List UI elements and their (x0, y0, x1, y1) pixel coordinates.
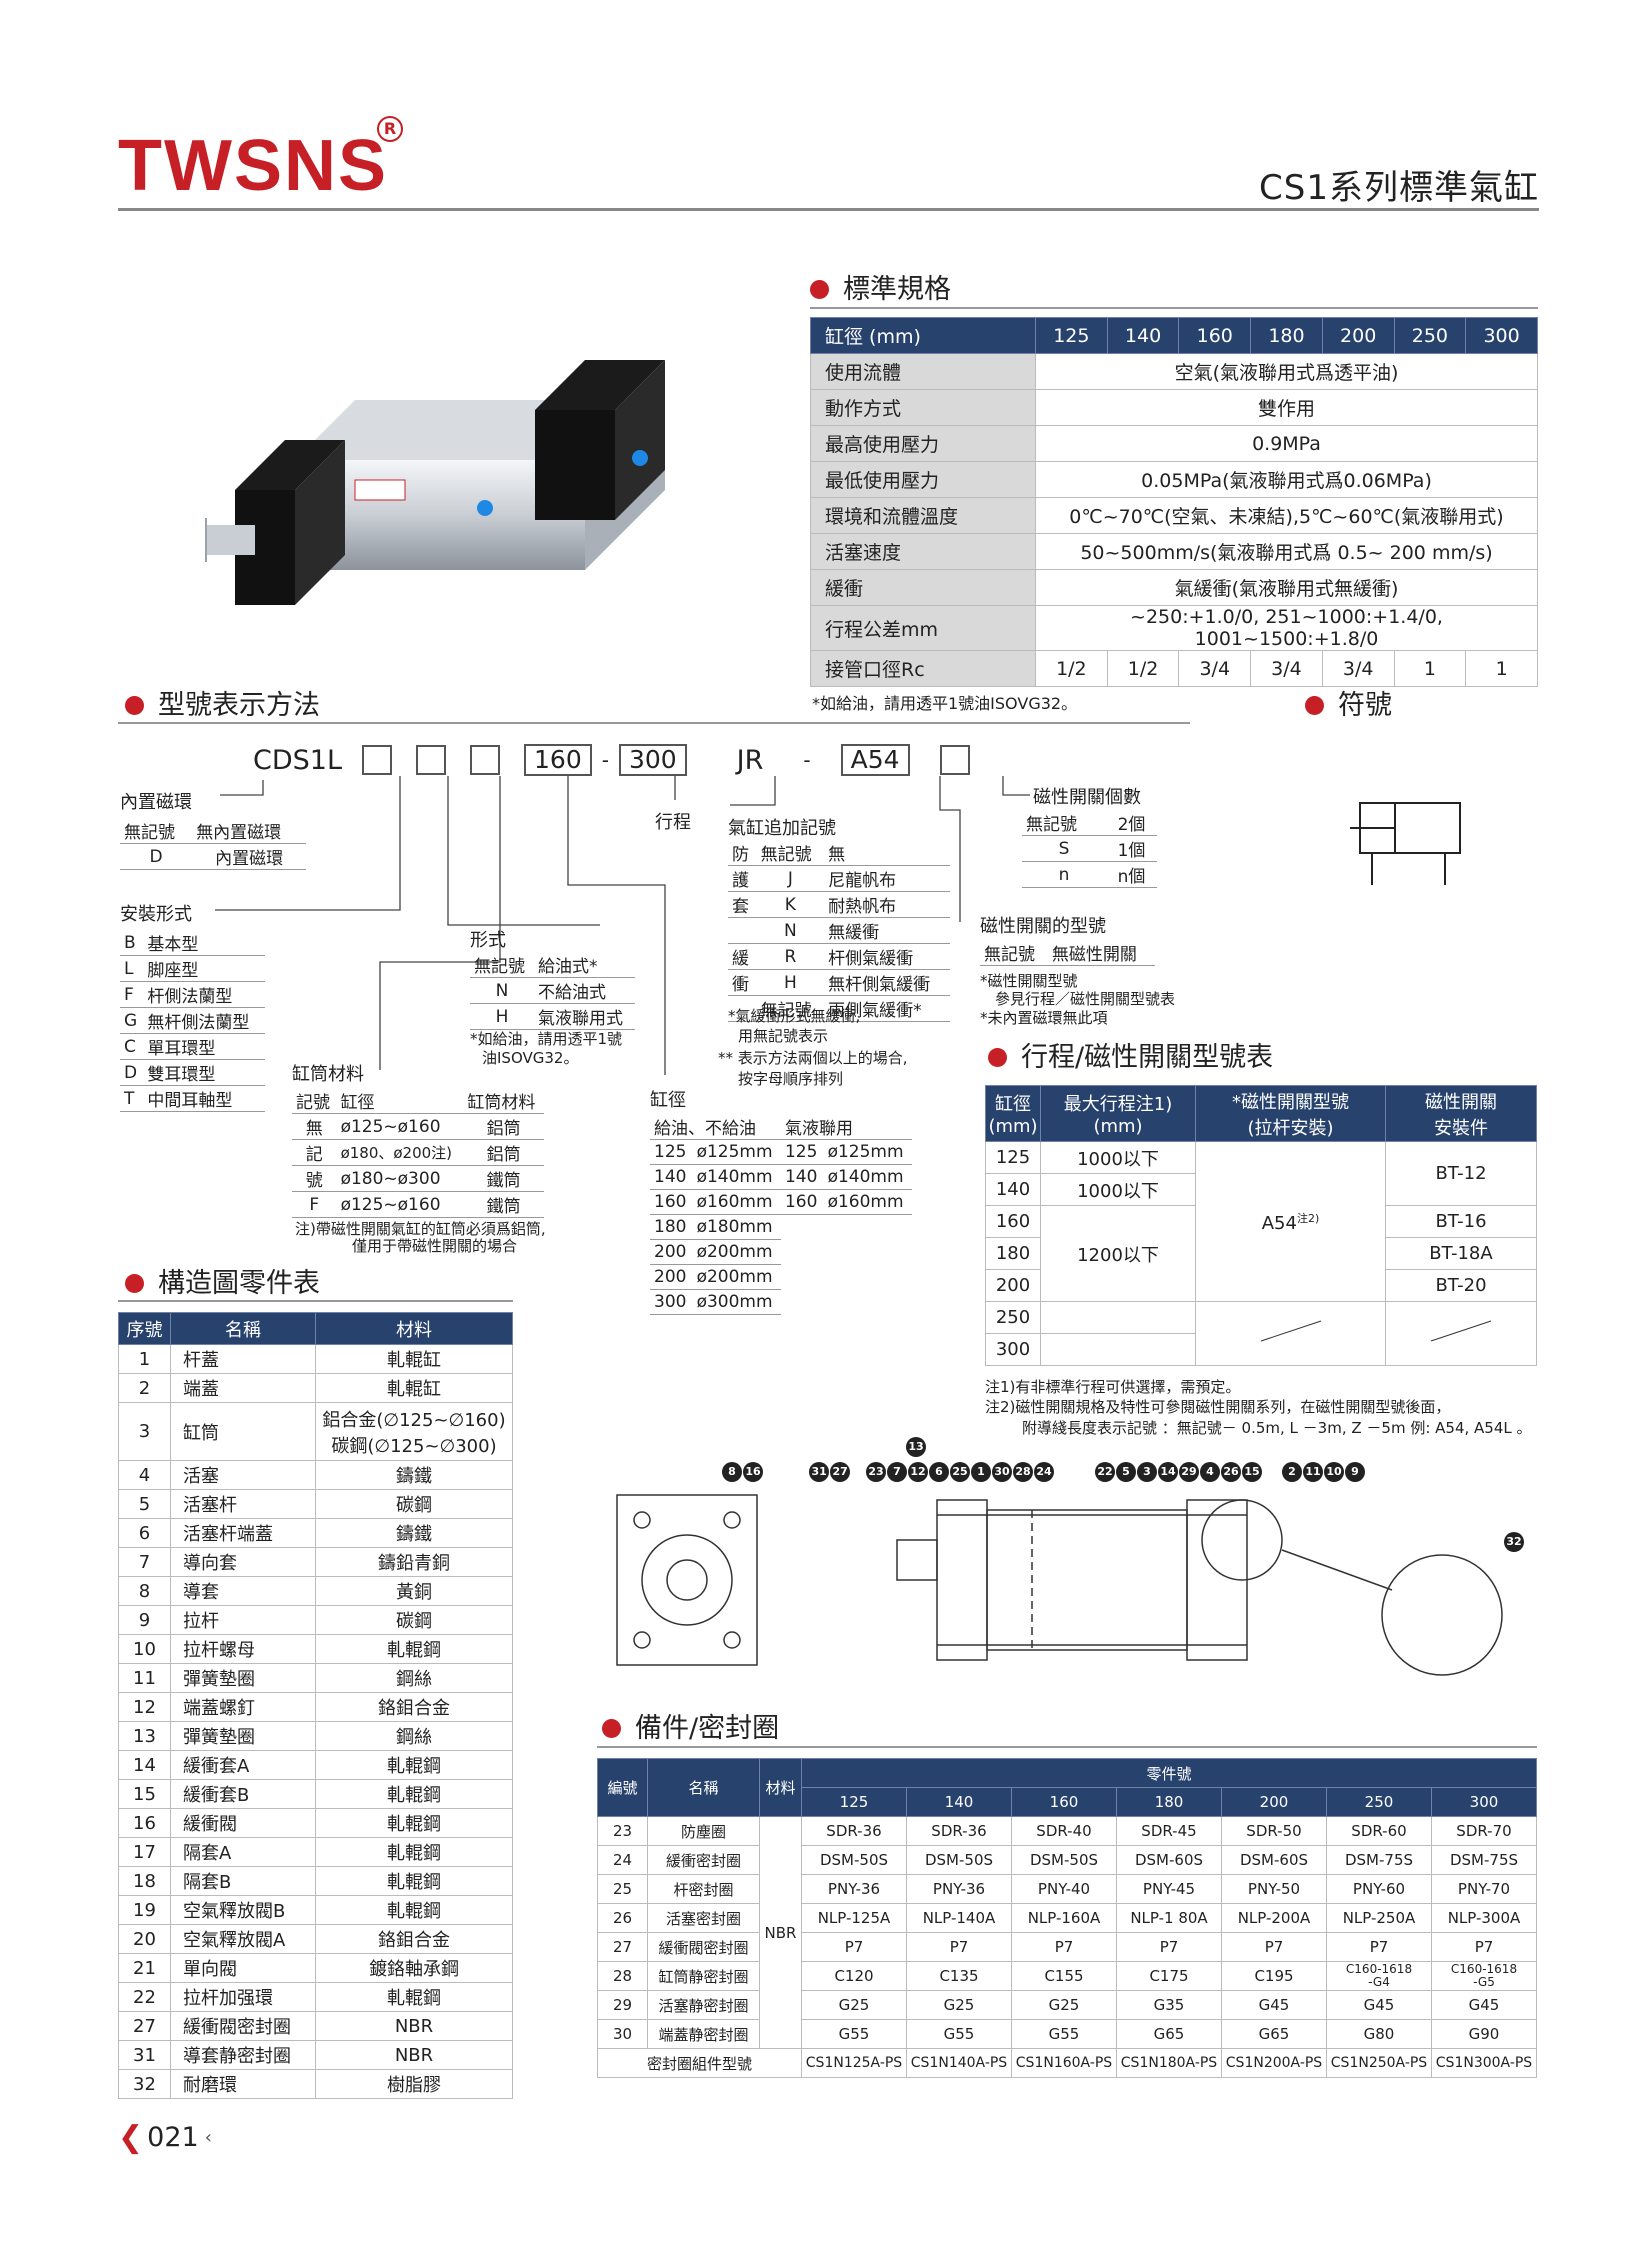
brand-logo: TWSNS (118, 126, 388, 206)
header-rule (118, 208, 1539, 211)
model-code: CDS1L 160 - 300 JR - A54 (253, 744, 970, 776)
symbol-section-title: 符號 (1305, 692, 1392, 719)
parts-section-title: 構造圖零件表 (125, 1270, 320, 1297)
model-section-title: 型號表示方法 (125, 692, 320, 719)
pneumatic-symbol (1350, 802, 1461, 885)
model-bore: 160 (524, 744, 592, 776)
spec-section-title: 標準規格 (810, 276, 951, 303)
switch-table: 無記號無磁性開關 (980, 940, 1155, 966)
stroke-section-title: 行程/磁性開關型號表 (988, 1044, 1273, 1071)
cross-section-drawing (616, 1494, 1503, 1676)
spec-note: *如給油，請用透平1號油ISOVG32。 (812, 694, 1078, 713)
callout-top: 13 (906, 1435, 927, 1457)
leader-lines (215, 776, 1030, 1075)
model-suffix: JR (736, 744, 764, 776)
registered-mark: R (377, 116, 403, 142)
cylinder-photo (205, 360, 665, 605)
page-footer: ❮ 021 ‹ (118, 2120, 212, 2155)
page-title: CS1系列標準氣缸 (1259, 168, 1539, 208)
page-number: 021 (147, 2122, 199, 2153)
stroke-table: 缸徑 (mm) 最大行程注1) (mm) *磁性開關型號 (拉杆安裝) 磁性開關… (985, 1085, 1537, 1366)
next-chevron-icon: ‹ (204, 2127, 212, 2148)
model-switch: A54 (840, 744, 910, 776)
callout-detail: 32 (1504, 1530, 1525, 1552)
model-stroke: 300 (618, 744, 687, 776)
seals-section-title: 備件/密封圈 (602, 1715, 779, 1742)
model-prefix: CDS1L (253, 744, 343, 776)
prev-chevron-icon: ❮ (118, 2120, 144, 2155)
